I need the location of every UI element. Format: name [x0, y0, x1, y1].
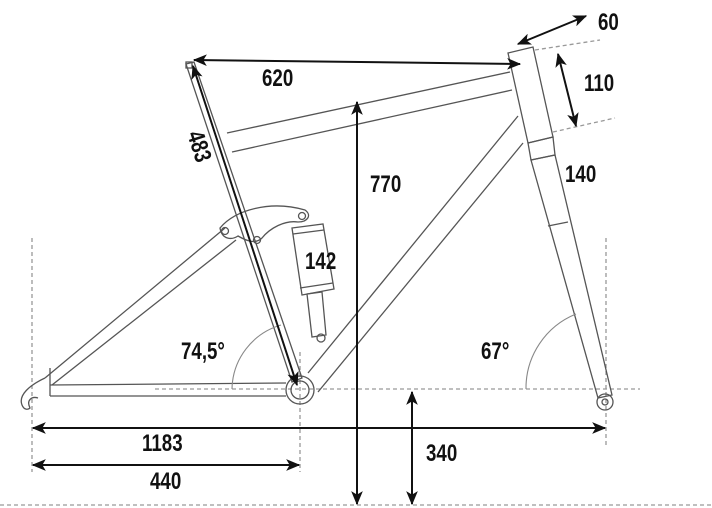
label-seat-tube: 483: [182, 127, 217, 165]
stack-dimension: [555, 52, 579, 128]
bottom-bracket: [285, 375, 315, 405]
stem-dimension: [516, 15, 588, 45]
fork: [530, 154, 613, 399]
seat-tube-dimension: [191, 64, 299, 387]
shock-shaft: [306, 291, 327, 338]
rear-dropout: [20, 377, 46, 410]
top-tube-dimension: [192, 54, 522, 70]
guide-lines: [0, 39, 712, 506]
shock-body: [291, 223, 335, 296]
label-shock: 142: [305, 248, 336, 275]
dimension-labels: 620 483 770 140 110 60 142 74,5° 67° 118…: [142, 9, 619, 495]
rocker-link: [219, 205, 310, 243]
dimension-arrows: [31, 15, 607, 506]
label-head-tube: 140: [565, 161, 596, 188]
head-tube: [507, 46, 554, 144]
label-seat-angle: 74,5°: [181, 338, 225, 365]
label-chainstay: 440: [150, 468, 181, 495]
label-top-tube: 620: [262, 65, 293, 92]
headset: [527, 136, 556, 161]
bike-frame: [20, 46, 614, 411]
label-stem: 60: [598, 9, 619, 36]
label-bb-height: 340: [426, 440, 457, 467]
seat-angle-arc: [231, 324, 282, 390]
label-head-angle: 67°: [481, 338, 509, 365]
head-angle-arc: [525, 313, 577, 390]
label-stack: 110: [584, 70, 614, 97]
label-standover: 770: [370, 171, 401, 198]
label-wheelbase: 1183: [142, 430, 183, 457]
